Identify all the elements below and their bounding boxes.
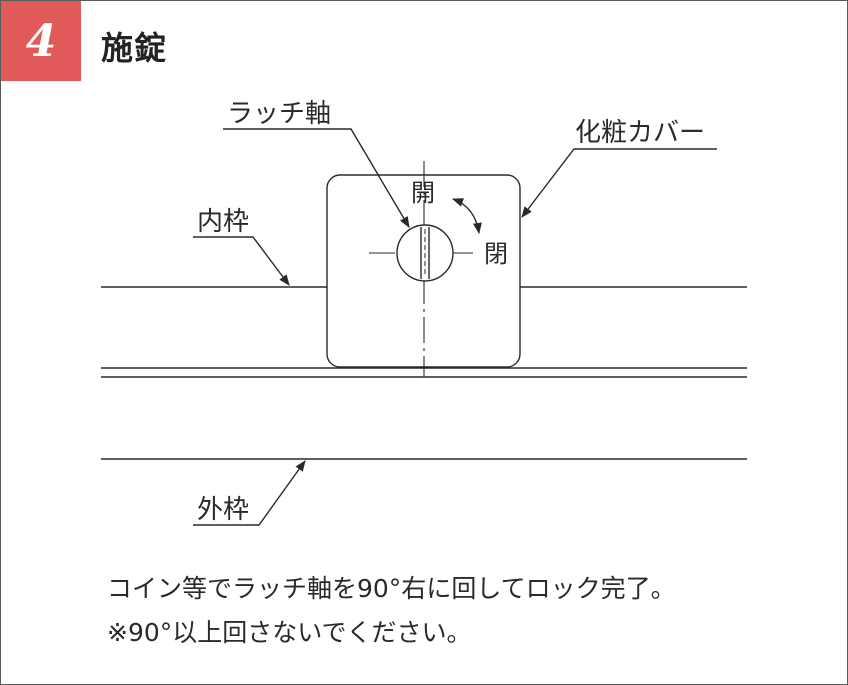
open-label: 開 <box>411 179 435 207</box>
outer-frame-label: 外枠 <box>197 495 249 525</box>
step-number-badge: 4 <box>1 1 81 81</box>
step-title: 施錠 <box>101 29 168 67</box>
outer-frame-leader <box>193 460 306 526</box>
cover-leader <box>521 148 717 218</box>
instruction-line-1: コイン等でラッチ軸を90°右に回してロック完了。 <box>107 574 676 603</box>
step-number: 4 <box>25 15 57 67</box>
latch-shaft-label: ラッチ軸 <box>227 99 331 129</box>
inner-frame-leader <box>193 236 290 286</box>
cover-label: 化粧カバー <box>575 118 705 148</box>
instruction-line-2: ※90°以上回さないでください。 <box>107 618 472 647</box>
close-label: 閉 <box>484 240 508 268</box>
latch-shaft-leader <box>223 128 410 228</box>
rotation-arrow <box>451 198 482 235</box>
inner-frame-label: 内枠 <box>197 207 249 237</box>
lock-diagram: ラッチ軸 化粧カバー 内枠 外枠 開 閉 <box>101 99 747 526</box>
